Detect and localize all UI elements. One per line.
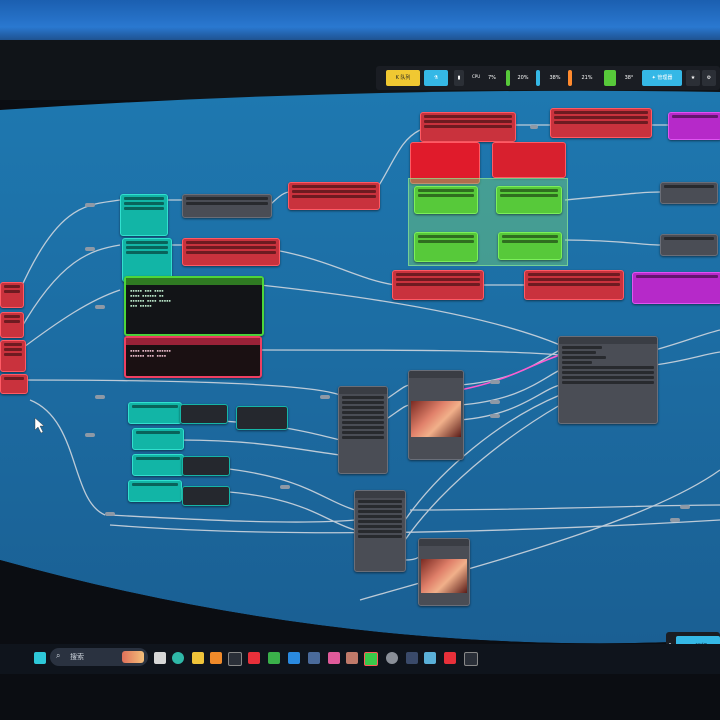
gpu-stat: 38% (549, 75, 561, 81)
node-gray-prompt[interactable] (182, 194, 272, 218)
task-view-icon[interactable] (154, 652, 166, 664)
node-gray-upscale[interactable] (338, 386, 388, 474)
node-red-block-2[interactable] (492, 142, 566, 178)
ram-bar (506, 70, 510, 86)
search-icon: ⌕ (56, 651, 61, 660)
node-left-3[interactable] (0, 340, 26, 372)
temp-stat: 38° (624, 75, 634, 81)
node-left-1[interactable] (0, 282, 24, 308)
node-green-3[interactable] (414, 232, 478, 262)
node-value-2[interactable] (236, 406, 288, 430)
node-teal-small-2[interactable] (132, 428, 184, 450)
edge-icon[interactable] (172, 652, 184, 664)
pdf-icon[interactable] (444, 652, 456, 664)
app-icon-1[interactable] (210, 652, 222, 664)
queue-button[interactable]: K 队列 (386, 70, 420, 86)
node-teal-loader-2[interactable] (122, 238, 172, 282)
manager-button[interactable]: ✦ 管理器 (642, 70, 682, 86)
app-icon-2[interactable] (228, 652, 242, 666)
folder-icon[interactable] (192, 652, 204, 664)
flask-button[interactable]: ⚗ (424, 70, 448, 86)
app-icon-11[interactable] (464, 652, 478, 666)
ram-stat: 20% (517, 75, 529, 81)
star-icon[interactable]: ★ (686, 70, 700, 86)
cpu-value: 7% (488, 75, 496, 81)
node-red-top-2[interactable] (550, 108, 652, 138)
node-green-1[interactable] (414, 186, 478, 214)
node-magenta-top[interactable] (668, 112, 720, 140)
node-green-4[interactable] (498, 232, 562, 260)
canvas-surface (0, 90, 720, 644)
flask-icon: ⚗ (433, 75, 439, 81)
node-value-3[interactable] (182, 456, 230, 476)
wire-reroute-dots (85, 125, 690, 522)
node-magenta-mid[interactable] (632, 272, 720, 304)
vram-stat: 21% (581, 75, 593, 81)
preview-image-1 (411, 401, 461, 437)
node-left-4[interactable] (0, 374, 28, 394)
cpu-stat: CPU 7% (472, 70, 506, 86)
negative-text-lines: ▪▪▪▪ ▪▪▪▪▪ ▪▪▪▪▪▪ ▪▪▪▪▪▪ ▪▪▪ ▪▪▪▪ (130, 348, 171, 358)
taskbar-search[interactable]: ⌕ 搜索 (50, 648, 148, 666)
node-left-2[interactable] (0, 312, 24, 338)
node-ksampler[interactable] (558, 336, 658, 424)
start-icon[interactable] (34, 652, 46, 664)
node-gray-detailer[interactable] (354, 490, 406, 572)
node-green-text-prompt[interactable]: ▪▪▪▪▪ ▪▪▪ ▪▪▪▪ ▪▪▪▪ ▪▪▪▪▪▪ ▪▪ ▪▪▪▪▪▪ ▪▪▪… (124, 276, 264, 336)
node-gray-right-1[interactable] (660, 182, 718, 204)
app-icon-5[interactable] (288, 652, 300, 664)
app-icon-7[interactable] (328, 652, 340, 664)
node-image-preview-1[interactable] (408, 370, 464, 460)
vram-bar (568, 70, 572, 86)
app-icon-10[interactable] (424, 652, 436, 664)
wechat-icon[interactable] (364, 652, 378, 666)
top-toolbar: K 队列 ⚗ ▮ CPU 7% 20% 38% 21% 38° ✦ 管理器 ★ … (376, 66, 720, 90)
app-icon-4[interactable] (268, 652, 280, 664)
node-value-4[interactable] (182, 486, 230, 506)
node-teal-loader-1[interactable] (120, 194, 168, 236)
settings-icon[interactable]: ⚙ (702, 70, 716, 86)
node-teal-small-4[interactable] (128, 480, 182, 502)
node-red-lora-3[interactable] (392, 270, 484, 300)
app-icon-8[interactable] (346, 652, 358, 664)
temp-bar (604, 70, 616, 86)
manager-label: 管理器 (657, 75, 673, 81)
node-red-text-prompt[interactable]: ▪▪▪▪ ▪▪▪▪▪ ▪▪▪▪▪▪ ▪▪▪▪▪▪ ▪▪▪ ▪▪▪▪ (124, 336, 262, 378)
node-image-preview-2[interactable] (418, 538, 470, 606)
gpu-bar (536, 70, 540, 86)
preview-image-2 (421, 559, 467, 593)
node-teal-small-3[interactable] (132, 454, 184, 476)
node-value-1[interactable] (180, 404, 228, 424)
node-gray-right-2[interactable] (660, 234, 718, 256)
prompt-text-lines: ▪▪▪▪▪ ▪▪▪ ▪▪▪▪ ▪▪▪▪ ▪▪▪▪▪▪ ▪▪ ▪▪▪▪▪▪ ▪▪▪… (130, 288, 171, 308)
app-icon-9[interactable] (406, 652, 418, 664)
node-red-block-1[interactable] (410, 142, 480, 184)
search-placeholder: 搜索 (70, 653, 84, 661)
node-green-2[interactable] (496, 186, 562, 214)
cpu-label: CPU (472, 74, 481, 79)
node-red-lora-1[interactable] (182, 238, 280, 266)
save-icon[interactable]: ▮ (454, 70, 464, 86)
node-red-top-1[interactable] (420, 112, 516, 142)
node-teal-small-1[interactable] (128, 402, 182, 424)
app-icon-3[interactable] (248, 652, 260, 664)
node-red-lora-2[interactable] (288, 182, 380, 210)
mouse-cursor-icon (34, 417, 45, 434)
app-icon-6[interactable] (308, 652, 320, 664)
puzzle-icon: ✦ (651, 75, 658, 81)
screen-bottom-bezel (0, 560, 720, 720)
node-red-lora-4[interactable] (524, 270, 624, 300)
gear-icon[interactable] (386, 652, 398, 664)
search-highlight-image (122, 651, 144, 663)
highlighted-wire (459, 354, 561, 391)
